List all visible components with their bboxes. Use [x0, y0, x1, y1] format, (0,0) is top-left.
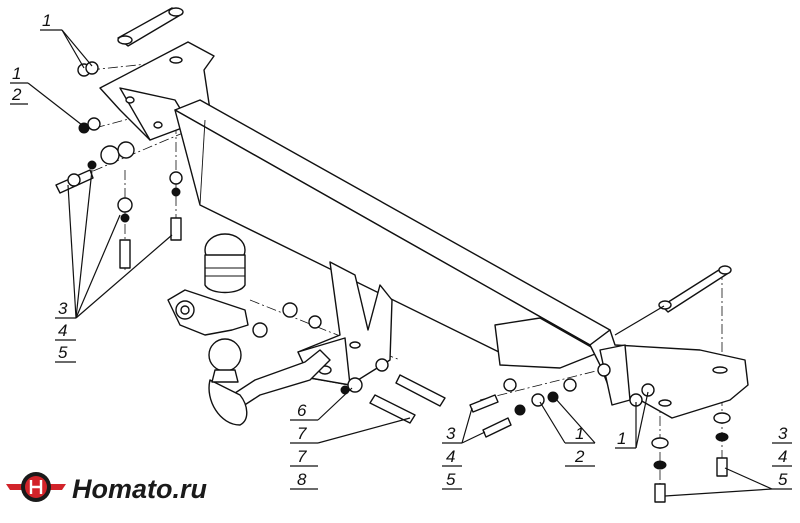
- callout-5-left: 5: [58, 343, 68, 362]
- callout-4-far-right: 4: [778, 447, 787, 466]
- callout-numbers: 1 1 2 3 4 5 6 7 7 8 3 4 5 1 2 1 3 4 5: [11, 11, 788, 489]
- tow-ball: [208, 338, 331, 426]
- callout-8-center: 8: [297, 470, 307, 489]
- callout-1-left: 1: [12, 64, 21, 83]
- callout-1-right-center: 1: [575, 424, 584, 443]
- callout-7b-center: 7: [297, 447, 307, 466]
- callout-1-right: 1: [617, 429, 626, 448]
- callout-3-right-center: 3: [446, 424, 456, 443]
- right-clamp-strap: [614, 265, 732, 336]
- fasteners-left: [55, 61, 183, 269]
- electrical-socket-plate: [167, 289, 249, 336]
- callout-2-left: 2: [11, 85, 22, 104]
- fasteners-right: [651, 412, 731, 503]
- brand-name: Homato.ru: [72, 474, 208, 504]
- callout-5-right-center: 5: [446, 470, 456, 489]
- callout-3-left: 3: [58, 299, 68, 318]
- callout-1-top-left: 1: [42, 11, 51, 30]
- brand-logo: Homato.ru: [6, 472, 208, 504]
- top-clamp-strap: [117, 7, 184, 47]
- right-mounting-bracket: [589, 329, 749, 419]
- callout-4-left: 4: [58, 321, 67, 340]
- leader-lines: [10, 29, 792, 497]
- main-cross-beam: [174, 99, 611, 369]
- fasteners-right-center: [469, 363, 655, 438]
- callout-7a-center: 7: [297, 424, 307, 443]
- tow-ball-cap: [204, 233, 246, 294]
- callout-6-center: 6: [297, 401, 307, 420]
- callout-3-far-right: 3: [778, 424, 788, 443]
- callout-4-right-center: 4: [446, 447, 455, 466]
- callout-5-far-right: 5: [778, 470, 788, 489]
- callout-2-right-center: 2: [574, 447, 585, 466]
